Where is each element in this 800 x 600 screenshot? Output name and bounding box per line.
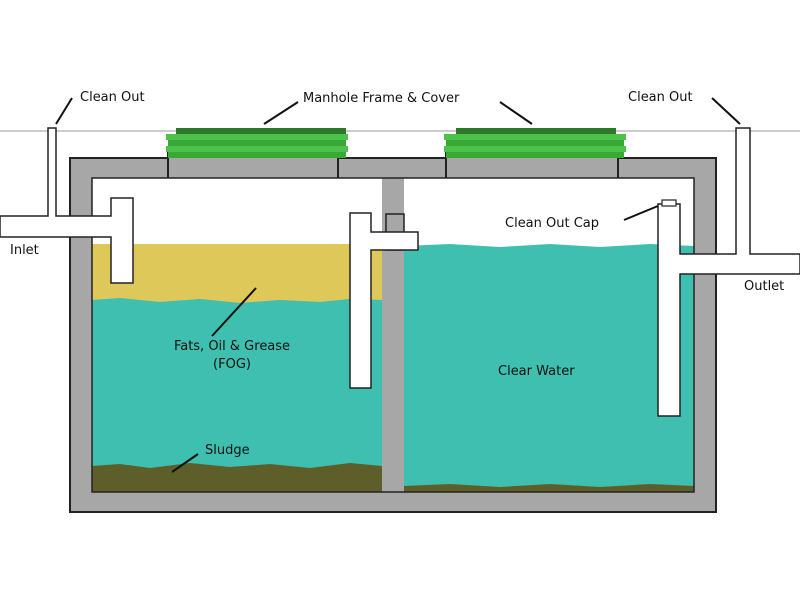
chamber-right-air	[404, 178, 694, 248]
dividing-wall	[382, 248, 404, 492]
label-clean-out-left: Clean Out	[80, 90, 145, 105]
chamber-left-air	[92, 178, 382, 248]
leader-fog	[211, 287, 257, 337]
leader-manhole-right	[499, 101, 533, 125]
label-manhole: Manhole Frame & Cover	[303, 91, 460, 106]
leader-clean-out-right	[711, 97, 741, 125]
label-clear-water: Clear Water	[498, 364, 575, 379]
label-clean-out-right: Clean Out	[628, 90, 693, 105]
label-outlet: Outlet	[744, 279, 784, 294]
label-inlet: Inlet	[10, 243, 39, 258]
manhole-cover-right	[444, 128, 626, 158]
manhole-cover-left	[166, 128, 348, 158]
clean-out-cap	[661, 199, 677, 207]
label-clean-out-cap: Clean Out Cap	[505, 216, 599, 231]
sludge-layer	[92, 463, 382, 492]
label-fog: Fats, Oil & Grease	[174, 339, 290, 354]
sediment-right	[404, 484, 694, 492]
label-fog-abbr: (FOG)	[213, 357, 251, 372]
leader-clean-out-left	[55, 97, 73, 125]
water-right	[404, 244, 694, 488]
fog-layer	[92, 244, 382, 303]
baffle-pipe	[349, 212, 419, 389]
inlet-pipe	[0, 127, 134, 284]
label-sludge: Sludge	[205, 443, 250, 458]
leader-manhole-left	[263, 101, 299, 125]
water-left	[92, 298, 382, 470]
leader-sludge	[171, 453, 199, 473]
outlet-pipe	[657, 127, 800, 417]
tank-inner-outline	[91, 177, 695, 493]
leader-clean-out-cap	[623, 205, 659, 221]
